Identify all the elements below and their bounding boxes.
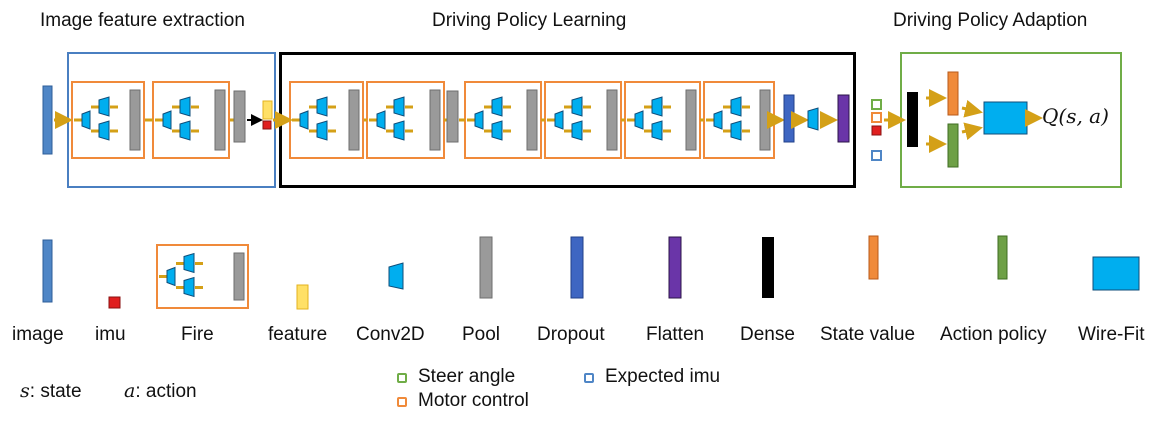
- conv2d-shape: [183, 276, 195, 298]
- network-pipeline: [42, 71, 1043, 168]
- conv2d-shape: [81, 110, 91, 130]
- conv2d-shape: [166, 266, 176, 287]
- conv2d-shape: [651, 120, 663, 141]
- conv2d-shape: [98, 120, 110, 141]
- pool-bar: [429, 89, 441, 151]
- dense-bar: [907, 92, 918, 147]
- imu-square: [262, 120, 272, 130]
- notation-action: a: action: [124, 380, 197, 403]
- conv2d-shape: [316, 120, 328, 141]
- action-policy-bar: [947, 123, 959, 168]
- dropout-bar: [783, 94, 795, 143]
- pool-bar: [214, 89, 226, 151]
- conv2d-shape: [179, 120, 191, 141]
- legend-label-dense: Dense: [740, 324, 795, 345]
- legend-dense-icon: [762, 237, 774, 298]
- conv2d-shape: [730, 96, 742, 117]
- section-title-policy-adaption: Driving Policy Adaption: [893, 10, 1088, 31]
- conv2d-shape: [316, 96, 328, 117]
- conv2d-shape: [393, 120, 405, 141]
- s-text: : state: [29, 381, 82, 402]
- input-image-bar: [42, 85, 53, 155]
- conv2d-shape: [179, 96, 191, 117]
- pool-bar: [233, 90, 246, 143]
- legend-feature-icon: [296, 284, 309, 310]
- legend-label-pool: Pool: [462, 324, 501, 345]
- legend-label-dropout: Dropout: [537, 324, 605, 345]
- legend-image-icon: [42, 239, 53, 303]
- legend-label-flatten: Flatten: [646, 324, 705, 345]
- legend-label-action-policy: Action policy: [940, 324, 1047, 345]
- motor-control-label: Motor control: [418, 390, 529, 411]
- section-title-feature-extraction: Image feature extraction: [40, 10, 245, 31]
- s-symbol: s: [20, 380, 30, 402]
- pool-bar: [759, 89, 771, 151]
- pool-bar: [446, 90, 459, 143]
- legend-imu-icon: [108, 296, 121, 309]
- flatten-bar: [837, 94, 850, 143]
- q-value-label: Q(s, a): [1042, 104, 1109, 128]
- conv2d-shape: [634, 110, 644, 130]
- legend-dropout-icon: [570, 236, 584, 299]
- conv2d-shape: [393, 96, 405, 117]
- legend-label-state-value: State value: [820, 324, 916, 345]
- conv2d-shape: [98, 96, 110, 117]
- pool-bar: [526, 89, 538, 151]
- conv2d-shape: [554, 110, 564, 130]
- legend-label-image: image: [12, 324, 64, 345]
- pool-bar: [685, 89, 697, 151]
- legend-label-imu: imu: [95, 324, 126, 345]
- wire-fit-box: [983, 101, 1028, 135]
- expected-imu-swatch: [584, 373, 594, 383]
- conv2d-shape: [162, 110, 172, 130]
- motor-indicator: [871, 112, 882, 123]
- feature-bar: [262, 100, 273, 120]
- legend-icons: [42, 235, 1140, 310]
- pool-bar: [606, 89, 618, 151]
- motor-control-swatch: [397, 397, 407, 407]
- steer-angle-label: Steer angle: [418, 366, 516, 387]
- conv2d-shape: [299, 110, 309, 130]
- expected-imu-label: Expected imu: [605, 366, 721, 387]
- conv2d-shape: [571, 120, 583, 141]
- expected-imu-indicator: [871, 150, 882, 161]
- notation-state: s: state: [20, 380, 82, 403]
- legend-pool-icon: [479, 236, 493, 299]
- legend-wire-fit-icon: [1092, 256, 1140, 291]
- pool-bar: [233, 252, 245, 301]
- pool-bar: [129, 89, 141, 151]
- legend-label-conv2d: Conv2D: [356, 324, 425, 345]
- legend-state-value-icon: [868, 235, 879, 280]
- conv2d-shape: [730, 120, 742, 141]
- legend-flatten-icon: [668, 236, 682, 299]
- legend-label-feature: feature: [268, 324, 328, 345]
- legend-label-wire-fit: Wire-Fit: [1078, 324, 1145, 345]
- pool-bar: [348, 89, 360, 151]
- steer-indicator: [871, 99, 882, 110]
- legend-label-fire: Fire: [181, 324, 214, 345]
- legend-action-policy-icon: [997, 235, 1008, 280]
- conv2d-shape: [713, 110, 723, 130]
- imu-indicator: [871, 125, 882, 136]
- a-symbol: a: [124, 380, 136, 402]
- conv2d-shape: [807, 107, 819, 131]
- conv2d-shape: [491, 96, 503, 117]
- conv2d-shape: [376, 110, 386, 130]
- conv2d-shape: [183, 252, 195, 274]
- section-title-policy-learning: Driving Policy Learning: [432, 10, 627, 31]
- conv2d-shape: [491, 120, 503, 141]
- steer-angle-swatch: [397, 373, 407, 383]
- a-text: : action: [135, 381, 197, 402]
- legend-conv2d-icon: [388, 262, 404, 290]
- conv2d-shape: [651, 96, 663, 117]
- conv2d-shape: [474, 110, 484, 130]
- conv2d-shape: [571, 96, 583, 117]
- state-value-bar: [947, 71, 959, 116]
